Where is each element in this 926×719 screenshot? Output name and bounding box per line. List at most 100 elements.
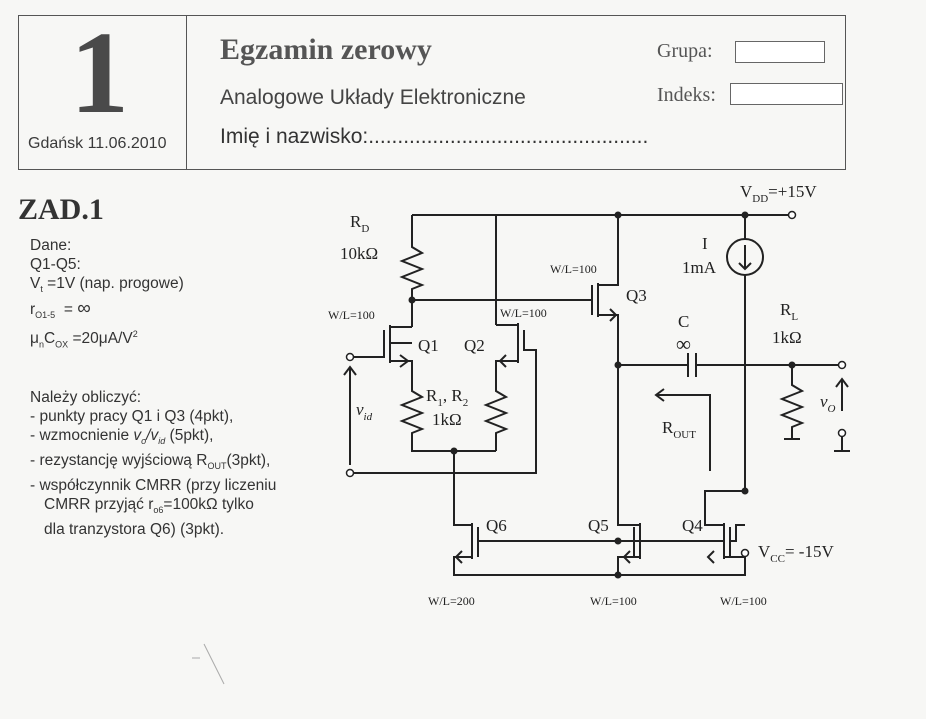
transistors-line: Q1-Q5: — [30, 256, 81, 273]
r12-label: R1, R2 — [426, 386, 468, 409]
vo-letter: v — [820, 392, 828, 411]
vid-letter: v — [356, 400, 364, 419]
compute-heading: Należy obliczyć: — [30, 389, 142, 406]
given-block: Dane: Q1-Q5: Vt =1V (nap. progowe) rO1-5… — [30, 236, 184, 354]
current-value: 1mA — [682, 258, 717, 277]
q1-arrow — [399, 354, 410, 368]
vo-arrow — [835, 377, 849, 411]
q3-transistor — [412, 215, 619, 365]
rout-arrow — [654, 388, 711, 471]
cmrr-2b-text: =100kΩ tylko — [163, 496, 254, 514]
q6-wl: W/L=200 — [428, 594, 475, 608]
vdd-terminal — [787, 210, 797, 220]
rd-label: RD — [350, 212, 369, 235]
rout-letter: R — [662, 418, 674, 437]
q3-label: Q3 — [626, 286, 647, 305]
vid-arrow — [343, 365, 357, 465]
vid-label: vid — [356, 400, 373, 423]
rl-resistor — [779, 365, 805, 440]
vo-ground — [834, 437, 850, 452]
q1-transistor — [350, 325, 413, 383]
q1-label: Q1 — [418, 336, 439, 355]
q5-label: Q5 — [588, 516, 609, 535]
cmrr-line-3: dla tranzystora Q6) (3pkt). — [44, 521, 225, 539]
rout-suffix: (3pkt), — [226, 452, 271, 470]
gain-prefix: - wzmocnienie — [30, 427, 130, 444]
vo-sub: O — [828, 403, 836, 415]
q6-drain-wire — [453, 451, 620, 576]
vt-text: =1V (nap. progowe) — [47, 275, 184, 292]
q3-wl: W/L=100 — [550, 262, 597, 276]
q2-arrow — [498, 354, 507, 368]
task-title: ZAD.1 — [18, 193, 104, 226]
gain-line: - wzmocnienie vo/vid (5pkt), — [30, 427, 214, 447]
mu-line: μnCOX =20μA/V2 — [30, 329, 138, 350]
q2-label: Q2 — [464, 336, 485, 355]
rout-prefix: - rezystancję wyjściową R — [30, 452, 208, 470]
q4-arrow — [706, 550, 715, 564]
header-divider — [186, 15, 187, 170]
vo-minus-terminal — [837, 428, 847, 438]
c-label: C — [678, 312, 689, 331]
q4-wl: W/L=100 — [720, 594, 767, 608]
c-value: ∞ — [676, 332, 691, 356]
rd-value: 10kΩ — [340, 244, 378, 263]
q4-transistor — [618, 490, 746, 576]
ro-equals: = — [63, 301, 73, 319]
student-name-line: Imię i nazwisko:........................… — [220, 125, 648, 149]
rd-sub: D — [361, 223, 369, 235]
group-field[interactable] — [735, 41, 825, 63]
q3-arrow — [609, 308, 618, 322]
index-label: Indeks: — [657, 84, 716, 106]
vcc-terminal — [740, 548, 750, 558]
vcc-value: = -15V — [785, 542, 834, 561]
vid-sub: id — [364, 411, 373, 423]
q-points-line: - punkty pracy Q1 i Q3 (4pkt), — [30, 408, 234, 425]
current-source-arrow — [738, 245, 752, 271]
given-heading: Dane: — [30, 237, 72, 254]
vo-plus-terminal — [837, 360, 847, 370]
q6-arrow — [454, 550, 463, 564]
current-source — [726, 238, 764, 276]
q4-gate-feedback — [730, 524, 745, 542]
todo-block: Należy obliczyć: - punkty pracy Q1 i Q3 … — [30, 388, 276, 539]
exam-number: 1 — [70, 7, 129, 138]
q5-transistor — [617, 365, 641, 575]
capacitor — [618, 353, 840, 377]
q1-wl: W/L=100 — [328, 308, 375, 322]
cmrr-line-1: - współczynnik CMRR (przy liczeniu — [30, 477, 277, 495]
vid-minus-terminal — [345, 468, 355, 478]
exam-date: Gdańsk 11.06.2010 — [28, 135, 167, 152]
cmrr-2-text: CMRR przyjąć r — [44, 496, 154, 514]
ro-line: rO1-5 = ∞ — [30, 298, 91, 321]
pencil-mark — [192, 643, 225, 685]
vid-plus-terminal — [345, 352, 355, 362]
rout-label: ROUT — [662, 418, 696, 441]
mu-text: =20μA/V — [72, 330, 133, 348]
rout-sub: OUT — [673, 429, 696, 441]
rout-line: - rezystancję wyjściową ROUT(3pkt), — [30, 452, 271, 472]
current-label: I — [702, 234, 708, 253]
name-label: Imię i nazwisko: — [220, 125, 369, 148]
cmrr-line-2: CMRR przyjąć ro6=100kΩ tylko — [44, 496, 254, 516]
rd-resistor — [399, 215, 425, 327]
index-field[interactable] — [730, 83, 843, 105]
rd-letter: R — [350, 212, 362, 231]
exam-title: Egzamin zerowy — [220, 33, 432, 66]
vo-label: vO — [820, 392, 836, 415]
r2-resistor — [483, 383, 509, 451]
vdd-value: =+15V — [768, 182, 817, 201]
q2-transistor — [350, 323, 537, 474]
name-dots: ........................................… — [368, 125, 649, 148]
vdd-label: VDD=+15V — [740, 182, 817, 205]
gain-suffix: (5pkt), — [169, 427, 214, 444]
gate-node — [614, 537, 622, 545]
q4-label: Q4 — [682, 516, 703, 535]
course-name: Analogowe Układy Elektroniczne — [220, 86, 526, 109]
ro-value: ∞ — [77, 298, 91, 320]
group-label: Grupa: — [657, 40, 713, 62]
vt-line: Vt =1V (nap. progowe) — [30, 275, 184, 295]
rl-label: RL — [780, 300, 798, 323]
r1-resistor — [399, 383, 496, 452]
r12-value: 1kΩ — [432, 410, 462, 429]
